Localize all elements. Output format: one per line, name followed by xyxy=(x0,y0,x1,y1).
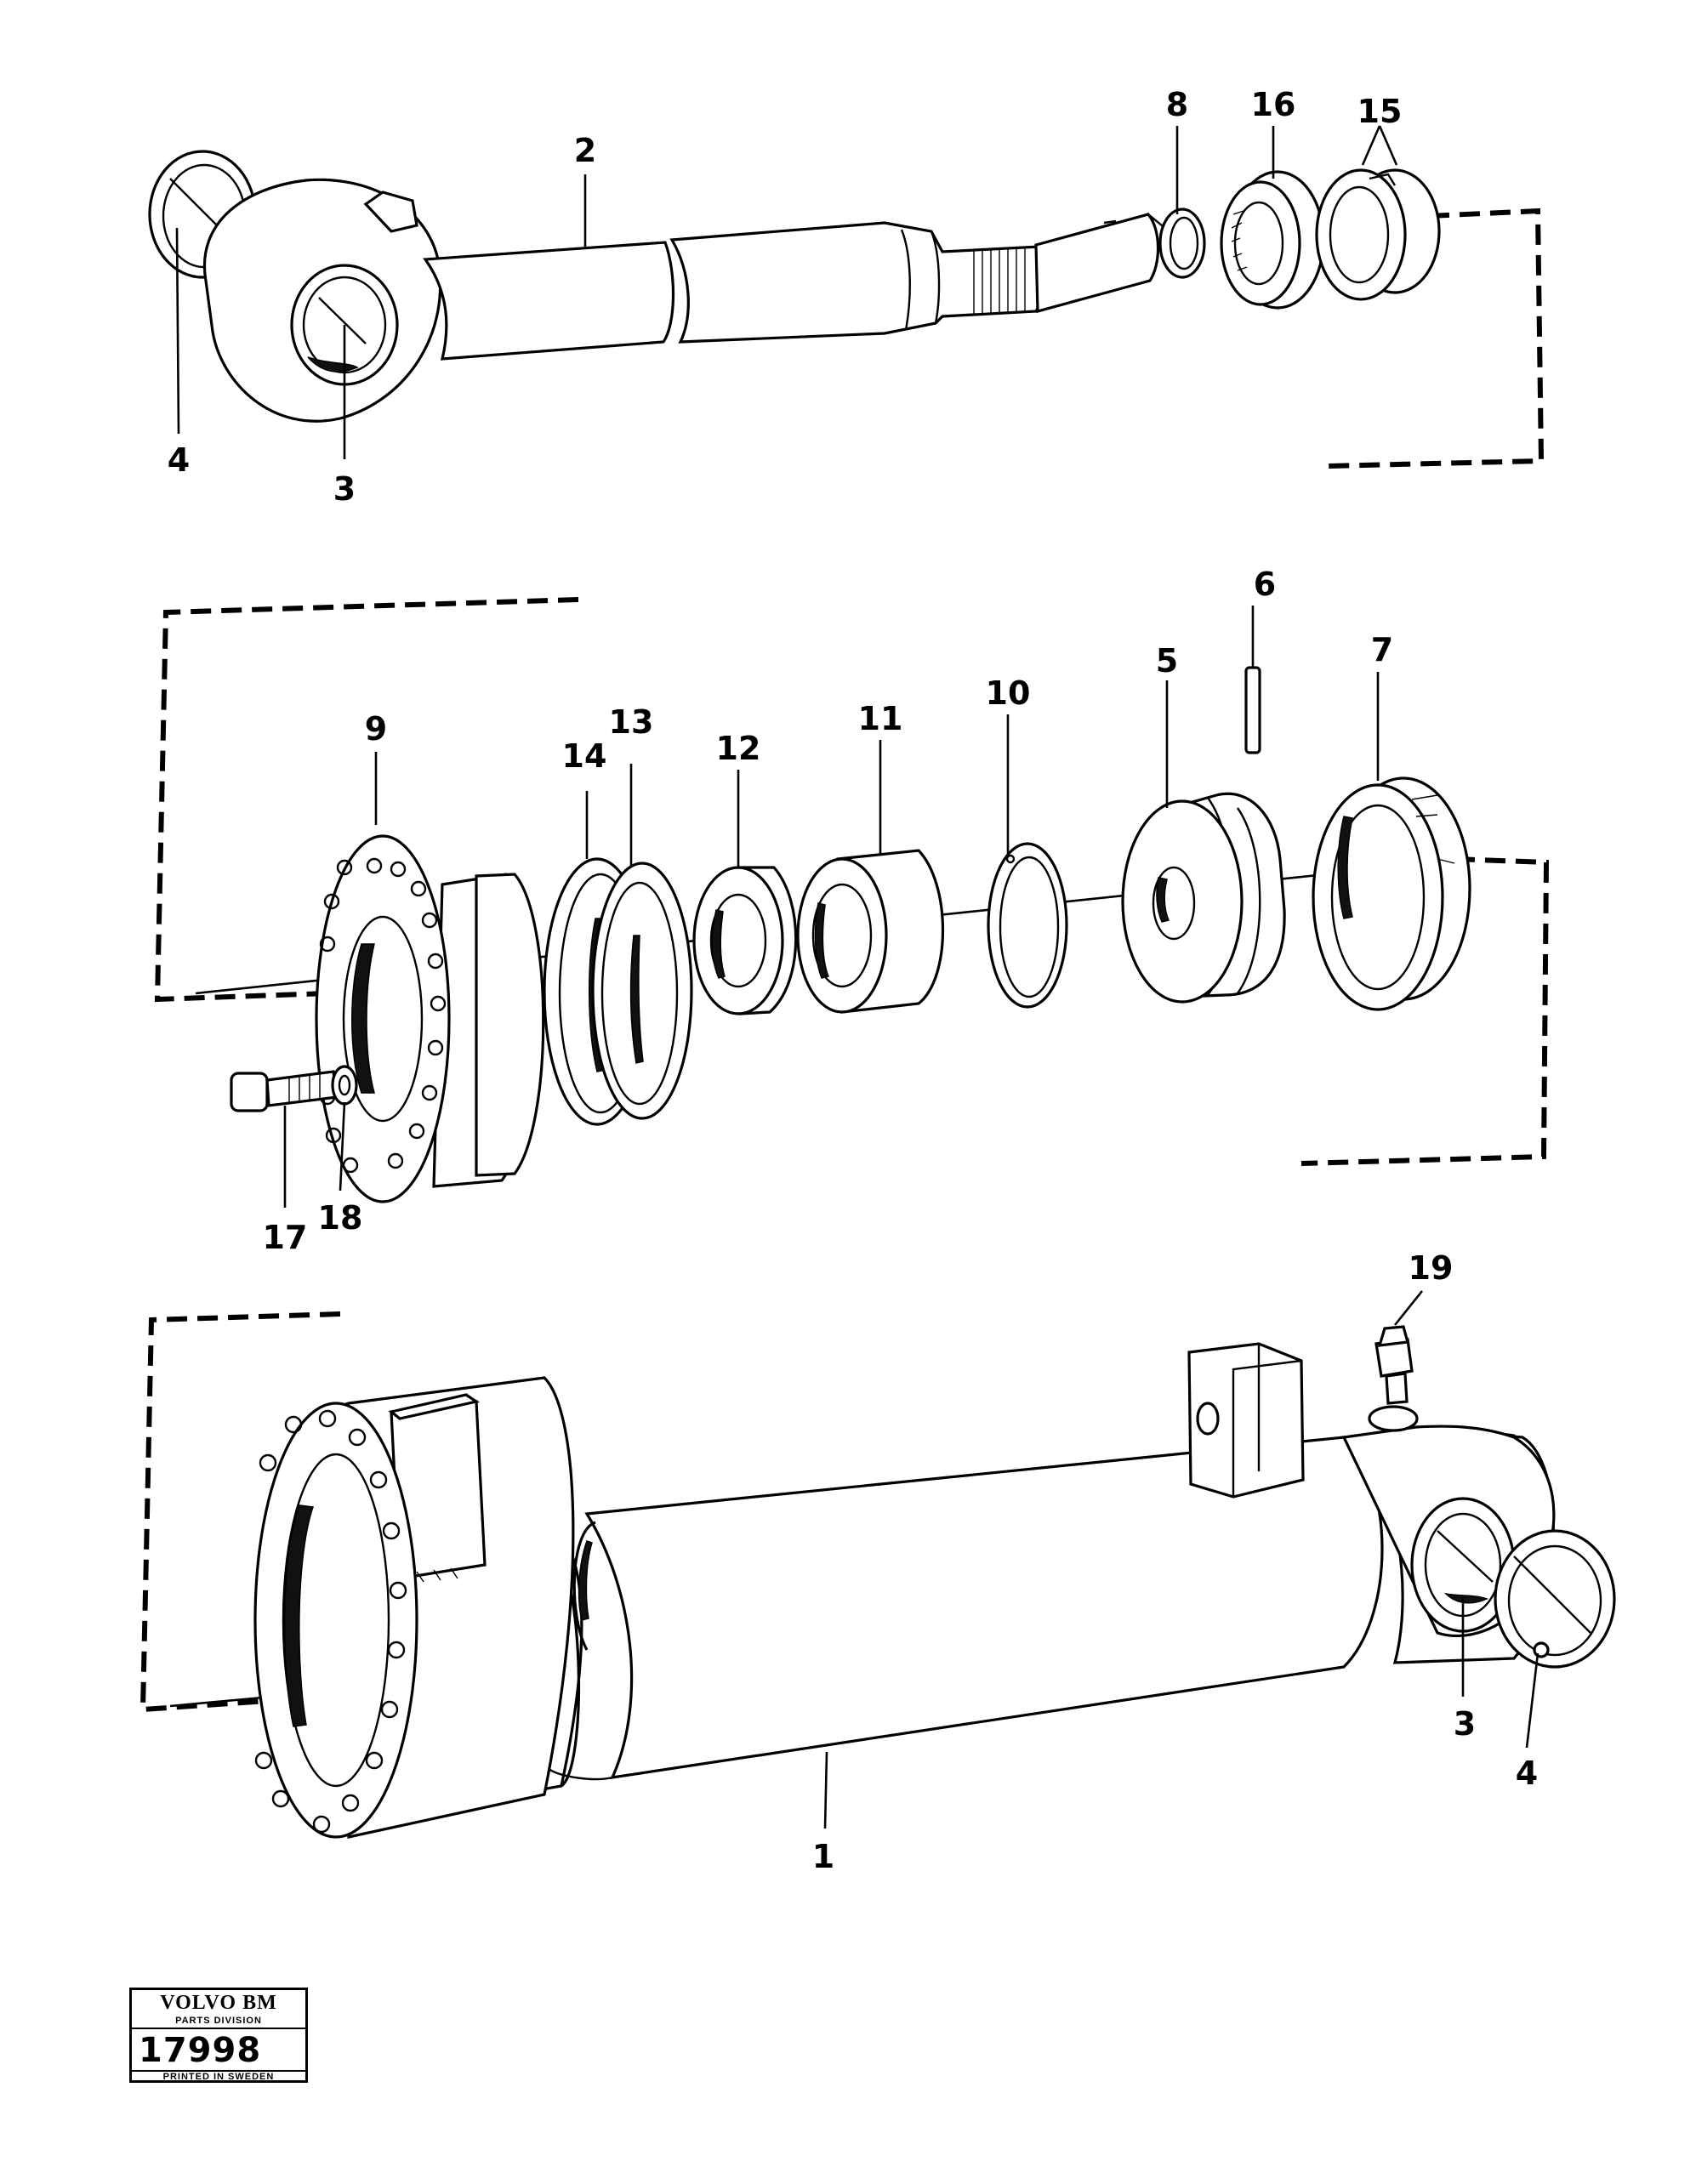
callout-6: 6 xyxy=(1254,566,1276,603)
piston-seal-7 xyxy=(1312,776,1471,1011)
bolt-17 xyxy=(230,1070,339,1112)
row-piston-parts xyxy=(154,597,1550,1203)
printed-in-label: PRINTED IN SWEDEN xyxy=(162,2072,275,2082)
washer-18 xyxy=(331,1065,358,1106)
callout-14: 14 xyxy=(562,737,607,775)
rod-shaft xyxy=(423,213,1168,361)
stamp-divider-bottom xyxy=(132,2070,305,2072)
connector-frame-middle xyxy=(154,597,1550,1166)
callout-3-bottom: 3 xyxy=(1454,1705,1476,1743)
brand-name: VOLVO BM xyxy=(160,1992,277,2014)
callout-17: 17 xyxy=(263,1219,308,1256)
row-cylinder-tube xyxy=(139,1311,1616,1839)
port-block xyxy=(1187,1342,1305,1499)
callout-15: 15 xyxy=(1357,93,1403,130)
callout-4-bottom: 4 xyxy=(1516,1755,1538,1792)
callout-4-top: 4 xyxy=(168,441,190,479)
cylinder-head-9 xyxy=(315,834,545,1203)
leader-lines xyxy=(175,125,1539,1829)
bushing-12 xyxy=(692,866,798,1015)
seal-16 xyxy=(1220,170,1325,310)
row-piston-rod xyxy=(148,150,1545,469)
connector-frame-top xyxy=(1326,208,1545,469)
parts-division-stamp: VOLVO BM PARTS DIVISION 17998 PRINTED IN… xyxy=(129,1988,308,2083)
callout-13: 13 xyxy=(609,703,654,741)
callout-labels: 2 3 4 8 16 15 6 7 5 10 11 12 13 14 9 17 … xyxy=(168,86,1538,1875)
piston-5 xyxy=(1121,792,1286,1004)
tube-front-flange xyxy=(253,1376,575,1839)
callout-1: 1 xyxy=(812,1838,834,1875)
callout-10: 10 xyxy=(986,674,1031,712)
pin-6 xyxy=(1244,666,1261,754)
seal-15 xyxy=(1315,168,1441,301)
circlip-10 xyxy=(987,842,1068,1009)
callout-9: 9 xyxy=(365,710,387,748)
center-axis-tube xyxy=(169,1695,273,1708)
callout-11: 11 xyxy=(858,700,903,737)
stamp-divider-top xyxy=(132,2028,305,2029)
illustration-number: 17998 xyxy=(139,2031,262,2070)
ring-13 xyxy=(591,862,693,1120)
callout-8: 8 xyxy=(1166,86,1188,123)
callout-2: 2 xyxy=(574,132,596,169)
callout-18: 18 xyxy=(318,1199,363,1237)
rod-eye xyxy=(202,178,442,423)
grease-nipple-19 xyxy=(1368,1325,1419,1432)
circlip-bottom xyxy=(1494,1529,1616,1669)
ring-8 xyxy=(1158,208,1206,279)
callout-3-top: 3 xyxy=(333,470,356,508)
callout-12: 12 xyxy=(716,730,761,767)
connector-frame-bottom xyxy=(139,1311,341,1713)
sleeve-11 xyxy=(796,849,944,1014)
division-label: PARTS DIVISION xyxy=(175,2016,262,2026)
callout-19: 19 xyxy=(1409,1249,1454,1287)
callout-5: 5 xyxy=(1156,642,1178,680)
callout-7: 7 xyxy=(1371,631,1393,668)
callout-16: 16 xyxy=(1251,86,1296,123)
